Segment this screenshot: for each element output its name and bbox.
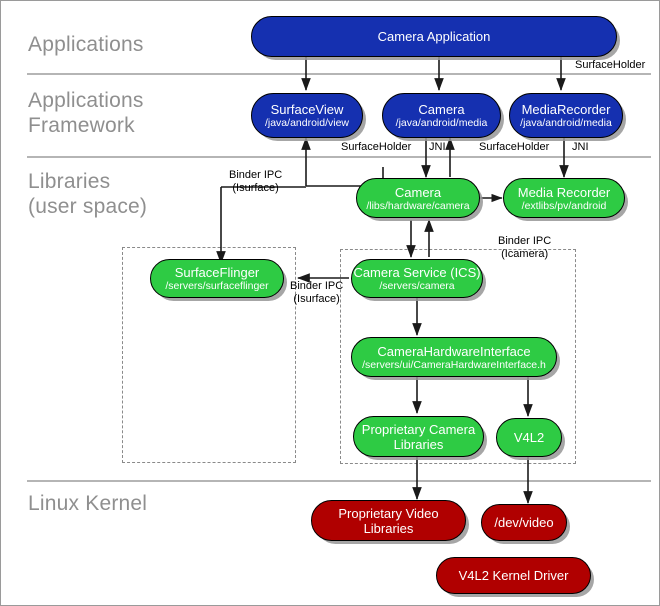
edge-label-jni-mediarecorder: JNI xyxy=(572,141,589,153)
dashed-group-camera-service xyxy=(340,249,576,464)
layer-title-applications: Applications xyxy=(28,33,144,56)
edge-label-surfaceholder-app-mediarecorder: SurfaceHolder xyxy=(575,59,646,71)
node-mediarecorder[interactable]: MediaRecorder /java/android/media xyxy=(509,93,623,138)
node-surfaceview[interactable]: SurfaceView /java/android/view xyxy=(251,93,363,138)
node-camera-service[interactable]: Camera Service (ICS) /servers/camera xyxy=(351,259,483,298)
edge-label-binder-ipc-isurface-service: Binder IPC (Isurface) xyxy=(290,280,344,305)
node-camera-hardware-interface[interactable]: CameraHardwareInterface /servers/ui/Came… xyxy=(351,337,557,377)
node-title: SurfaceView xyxy=(270,102,344,117)
node-title: V4L2 Kernel Driver xyxy=(458,568,569,583)
node-subtitle: /java/android/media xyxy=(395,117,488,129)
edge-label-surfaceholder-camera: SurfaceHolder xyxy=(341,141,412,153)
edge-label-surfaceholder-mediarecorder: SurfaceHolder xyxy=(479,141,550,153)
layer-title-linux-kernel: Linux Kernel xyxy=(28,492,148,515)
node-camera-java[interactable]: Camera /java/android/media xyxy=(382,93,501,138)
layer-title-applications-framework: Applications Framework xyxy=(28,89,144,137)
node-surfaceflinger[interactable]: SurfaceFlinger /servers/surfaceflinger xyxy=(150,259,284,298)
node-proprietary-camera-libraries[interactable]: Proprietary Camera Libraries xyxy=(353,416,484,457)
node-title: Camera Application xyxy=(377,29,491,44)
edge-label-binder-ipc-icamera: Binder IPC (Icamera) xyxy=(498,235,552,260)
node-media-recorder-lib[interactable]: Media Recorder /extlibs/pv/android xyxy=(503,178,625,218)
node-proprietary-video-libraries[interactable]: Proprietary Video Libraries xyxy=(311,500,466,541)
node-subtitle: /servers/ui/CameraHardwareInterface.h xyxy=(362,358,546,371)
node-title: Proprietary Camera Libraries xyxy=(361,421,476,452)
node-title: CameraHardwareInterface xyxy=(377,343,531,359)
divider-framework xyxy=(27,156,651,158)
node-v4l2-kernel-driver[interactable]: V4L2 Kernel Driver xyxy=(436,557,591,594)
node-v4l2[interactable]: V4L2 xyxy=(496,418,562,457)
node-title: Proprietary Video Libraries xyxy=(338,505,439,536)
node-title: Camera xyxy=(394,184,442,200)
dashed-group-surfaceflinger xyxy=(122,247,296,463)
node-subtitle: /libs/hardware/camera xyxy=(366,199,470,212)
node-title: MediaRecorder xyxy=(521,102,611,117)
node-title: Media Recorder xyxy=(517,184,611,200)
node-dev-video[interactable]: /dev/video xyxy=(481,504,567,541)
edge-label-binder-ipc-isurface-top: Binder IPC (Isurface) xyxy=(229,169,283,194)
node-camera-application[interactable]: Camera Application xyxy=(251,16,617,57)
node-subtitle: /extlibs/pv/android xyxy=(521,199,607,212)
divider-applications xyxy=(27,73,651,75)
node-subtitle: /servers/surfaceflinger xyxy=(165,280,269,292)
node-camera-lib[interactable]: Camera /libs/hardware/camera xyxy=(356,178,480,218)
node-subtitle: /servers/camera xyxy=(379,280,455,292)
node-title: V4L2 xyxy=(513,430,545,445)
node-title: /dev/video xyxy=(494,515,554,530)
layer-title-libraries: Libraries (user space) xyxy=(28,170,148,218)
node-title: SurfaceFlinger xyxy=(174,265,260,280)
node-subtitle: /java/android/media xyxy=(520,117,612,129)
node-title: Camera xyxy=(418,102,465,117)
node-title: Camera Service (ICS) xyxy=(353,265,481,280)
edge-label-jni-camera: JNI xyxy=(429,141,446,153)
node-subtitle: /java/android/view xyxy=(264,117,350,129)
divider-kernel xyxy=(27,480,651,482)
